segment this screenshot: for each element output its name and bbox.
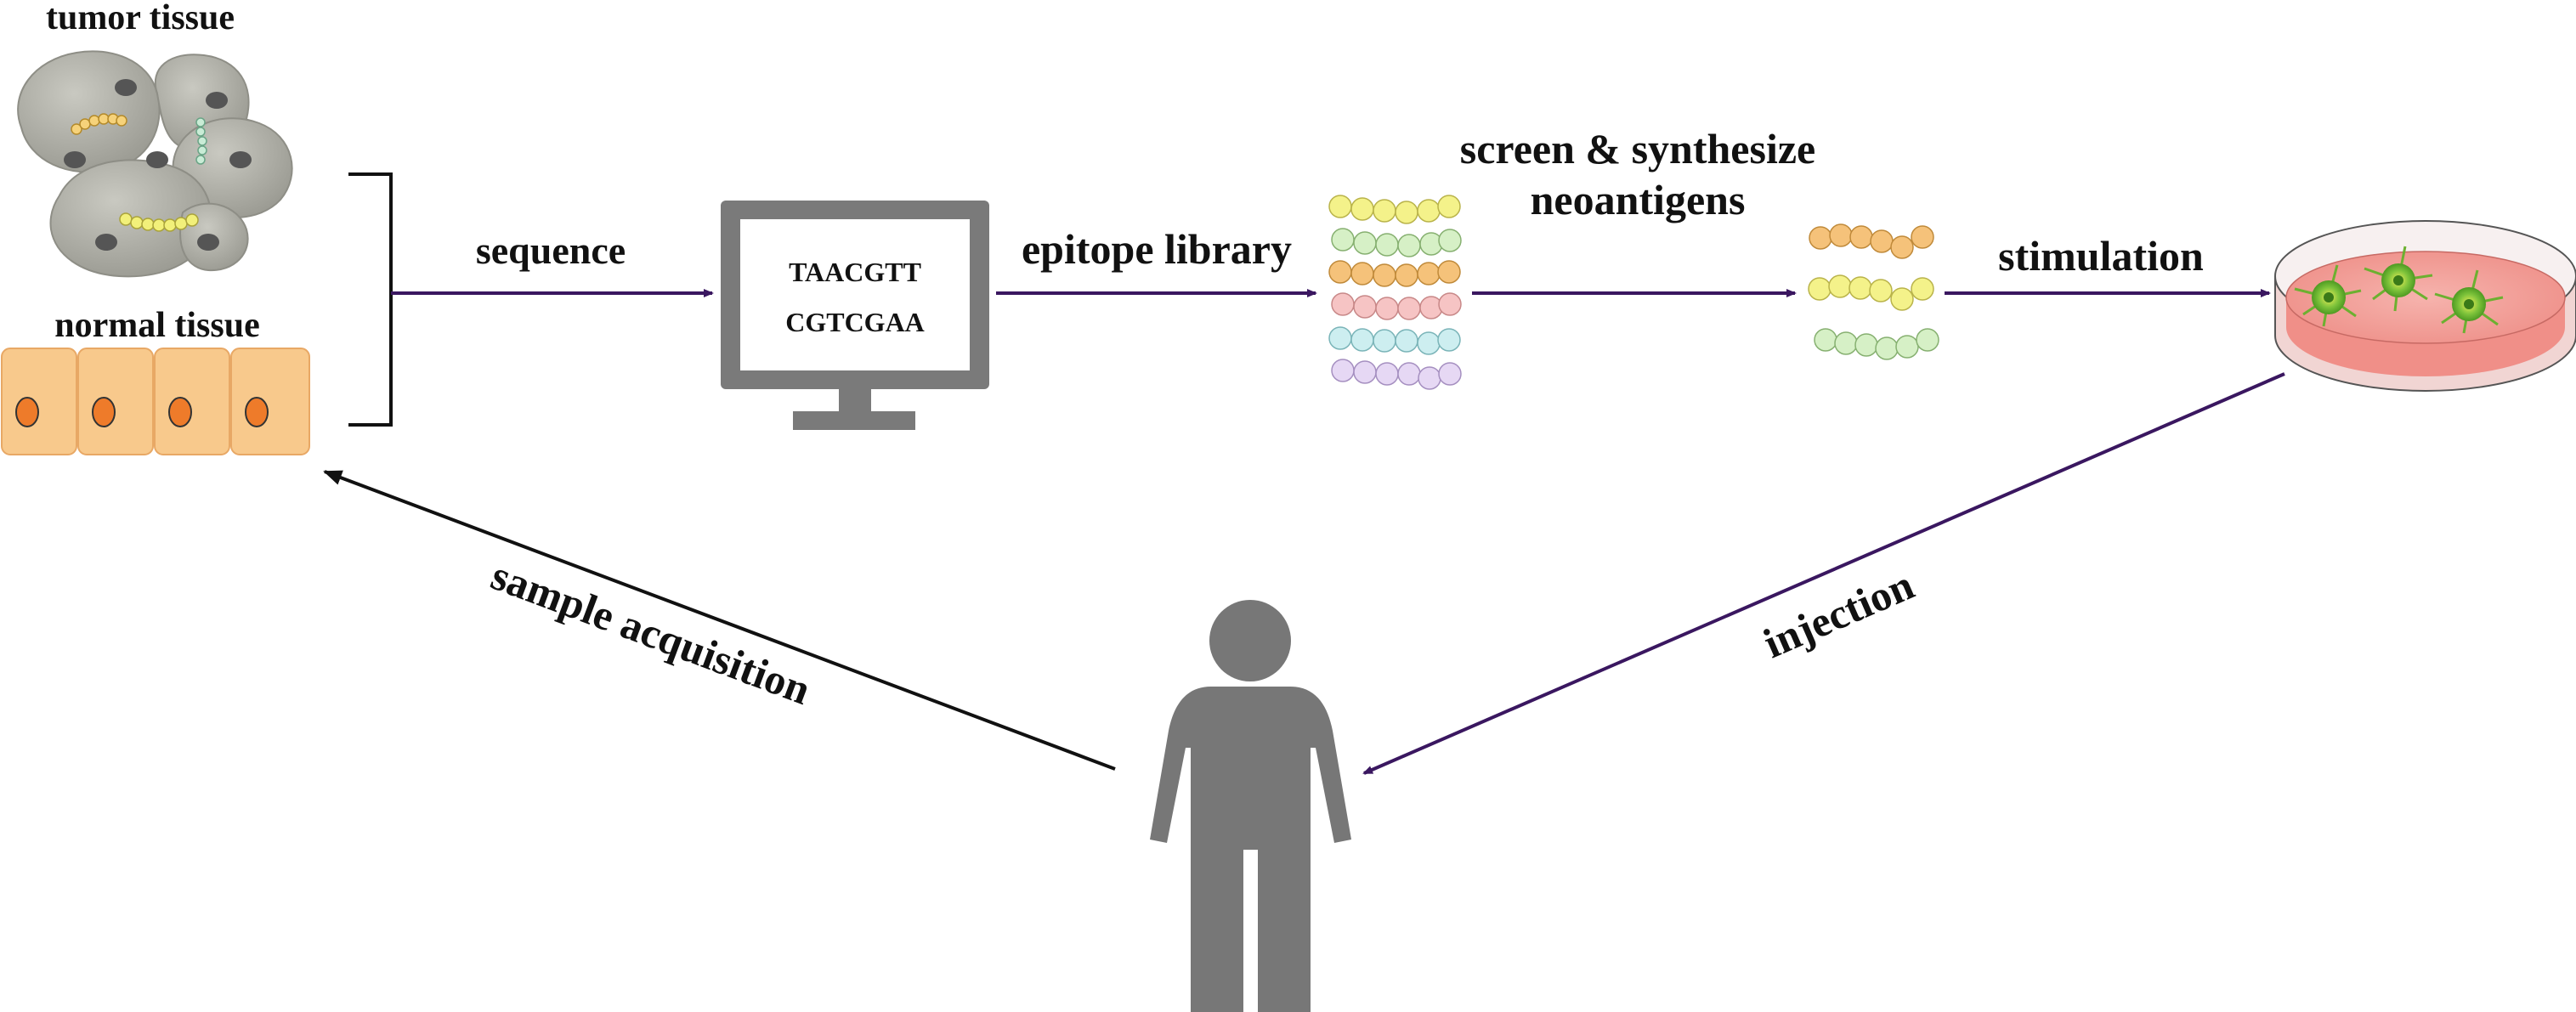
screen-synthesize-label-line1: screen & synthesize <box>1460 125 1815 172</box>
tumor-tissue-label: tumor tissue <box>46 0 235 37</box>
dendritic-cell-icon <box>2294 264 2362 327</box>
normal-cells-icon <box>1 348 310 455</box>
dendritic-cell-icon <box>2434 269 2504 334</box>
sequence-label: sequence <box>476 229 626 272</box>
peptide-library-icon <box>1328 195 1462 390</box>
sequence-text-line1: TAACGTT <box>789 257 921 287</box>
person-icon <box>1150 600 1351 1012</box>
culture-dish-icon <box>2274 220 2576 392</box>
injection-label: injection <box>1757 561 1921 668</box>
epitope-library-label: epitope library <box>1022 225 1292 273</box>
sample-acquisition-label: sample acquisition <box>485 551 817 714</box>
computer-monitor-icon <box>721 201 989 430</box>
stimulation-label: stimulation <box>1998 232 2204 280</box>
sample-acquisition-arrow <box>323 470 1116 771</box>
sequence-text-line2: CGTCGAA <box>785 307 925 337</box>
injection-arrow <box>1362 372 2285 775</box>
screen-synthesize-label-line2: neoantigens <box>1531 176 1746 223</box>
normal-tissue-label: normal tissue <box>54 306 260 345</box>
neoantigen-peptides-icon <box>1808 223 1939 360</box>
tumor-cells-icon <box>17 50 293 278</box>
tissue-bracket <box>348 172 393 427</box>
dendritic-cell-icon <box>2364 246 2433 312</box>
